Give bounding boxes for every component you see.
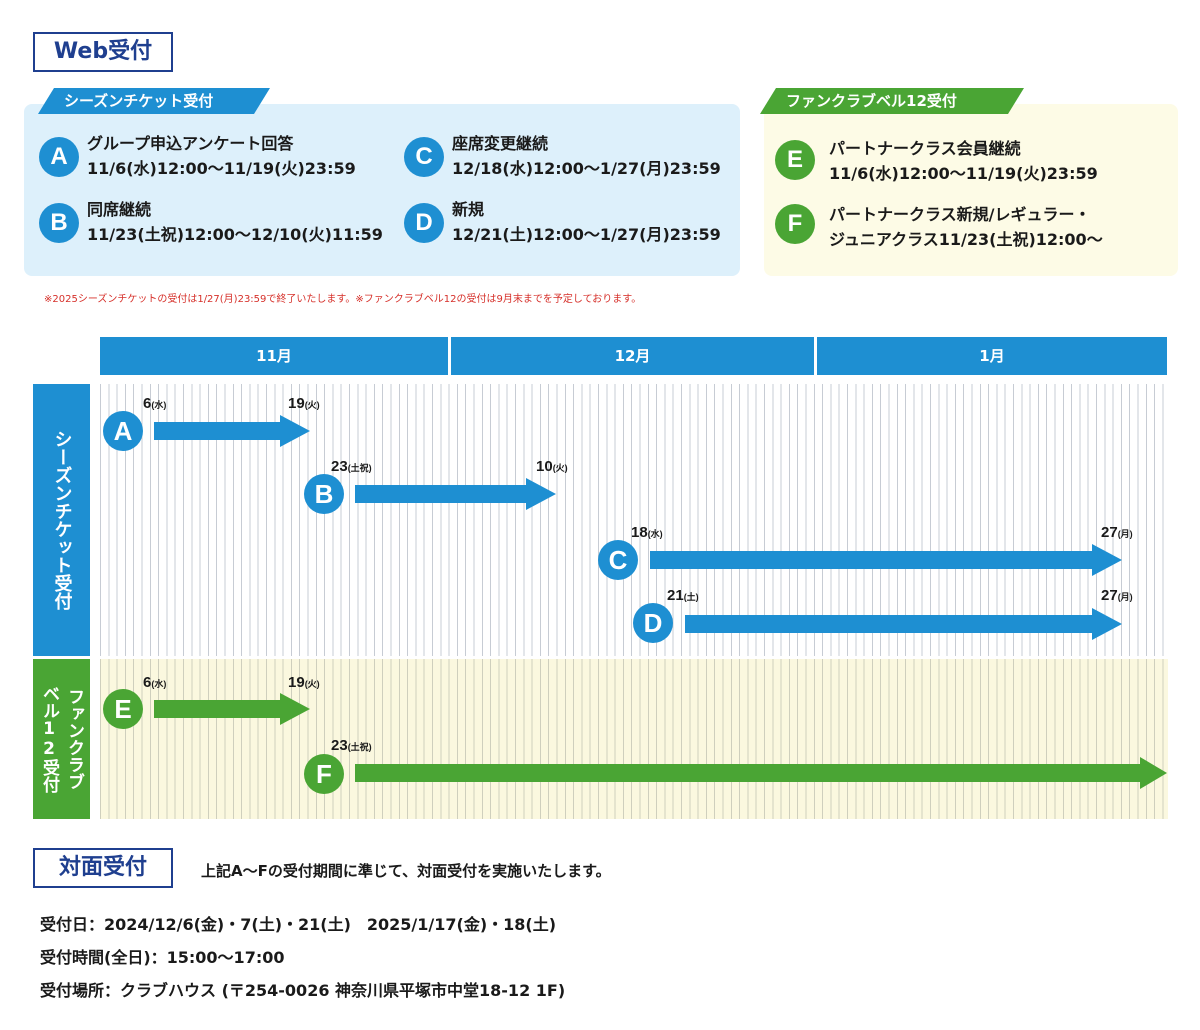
bar-c-arrow <box>650 544 1122 576</box>
item-b-name: 同席継続 <box>87 200 152 219</box>
bar-e-badge: E <box>103 689 143 729</box>
fanclub-row-label-line2: ベル12受付 <box>39 685 59 793</box>
badge-d: D <box>404 203 444 243</box>
month-jan: 1月 <box>817 337 1167 375</box>
bar-f-arrow <box>355 757 1167 789</box>
badge-a: A <box>39 137 79 177</box>
month-nov: 11月 <box>100 337 448 375</box>
item-f-period: ジュニアクラス11/23(土祝)12:00〜 <box>829 230 1103 249</box>
bar-c-badge: C <box>598 540 638 580</box>
fanclub-grid <box>100 659 1168 819</box>
season-ticket-tag: シーズンチケット受付 <box>38 88 270 114</box>
web-section-title: Web受付 <box>33 32 173 72</box>
bar-a-start-label: 6(水) <box>143 395 167 412</box>
counter-dates: 受付日：2024/12/6(金)・7(土)・21(土) 2025/1/17(金)… <box>40 915 557 934</box>
item-a-name: グループ申込アンケート回答 <box>87 134 294 153</box>
bar-a-arrow <box>154 415 310 447</box>
fanclub-panel <box>764 104 1178 276</box>
badge-f: F <box>775 204 815 244</box>
item-d-period: 12/21(土)12:00〜1/27(月)23:59 <box>452 225 721 244</box>
bar-f-badge: F <box>304 754 344 794</box>
counter-section-title: 対面受付 <box>33 848 173 888</box>
fanclub-row-label <box>33 659 90 819</box>
bar-b-arrow <box>355 478 556 510</box>
badge-e: E <box>775 140 815 180</box>
season-row-label: シーズンチケット受付 <box>33 384 90 656</box>
season-ticket-panel <box>24 104 740 276</box>
bar-b-end-label: 10(火) <box>536 458 568 475</box>
item-a-period: 11/6(水)12:00〜11/19(火)23:59 <box>87 159 356 178</box>
bar-d-badge: D <box>633 603 673 643</box>
item-f-name: パートナークラス新規/レギュラー・ <box>829 205 1091 224</box>
month-dec: 12月 <box>451 337 814 375</box>
deadline-note: ※2025シーズンチケットの受付は1/27(月)23:59で終了いたします。※フ… <box>44 294 642 305</box>
counter-place: 受付場所：クラブハウス (〒254-0026 神奈川県平塚市中堂18-12 1F… <box>40 981 566 1000</box>
item-d-name: 新規 <box>452 200 485 219</box>
bar-e-arrow <box>154 693 310 725</box>
bar-d-arrow <box>685 608 1122 640</box>
item-c-period: 12/18(水)12:00〜1/27(月)23:59 <box>452 159 721 178</box>
bar-c-end-label: 27(月) <box>1101 524 1133 541</box>
item-e-period: 11/6(水)12:00〜11/19(火)23:59 <box>829 164 1098 183</box>
item-e-name: パートナークラス会員継続 <box>829 139 1021 158</box>
counter-description: 上記A〜Fの受付期間に準じて、対面受付を実施いたします。 <box>201 862 611 880</box>
bar-d-start-label: 21(土) <box>667 587 699 604</box>
bar-e-end-label: 19(火) <box>288 674 320 691</box>
badge-c: C <box>404 137 444 177</box>
bar-d-end-label: 27(月) <box>1101 587 1133 604</box>
bar-f-start-label: 23(土祝) <box>331 737 372 754</box>
fanclub-tag: ファンクラブベル12受付 <box>760 88 1024 114</box>
bar-b-start-label: 23(土祝) <box>331 458 372 475</box>
bar-a-badge: A <box>103 411 143 451</box>
bar-b-badge: B <box>304 474 344 514</box>
item-b-period: 11/23(土祝)12:00〜12/10(火)11:59 <box>87 225 383 244</box>
fanclub-row-label-line1: ファンクラブ <box>64 688 84 790</box>
item-c-name: 座席変更継続 <box>452 134 549 153</box>
bar-e-start-label: 6(水) <box>143 674 167 691</box>
bar-c-start-label: 18(水) <box>631 524 663 541</box>
bar-a-end-label: 19(火) <box>288 395 320 412</box>
counter-hours: 受付時間(全日)：15:00〜17:00 <box>40 948 285 967</box>
badge-b: B <box>39 203 79 243</box>
